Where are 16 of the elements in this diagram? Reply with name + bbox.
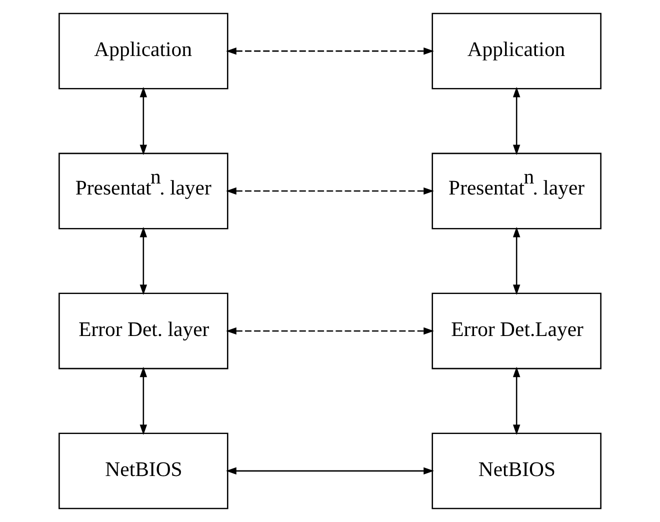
arrow (226, 47, 434, 55)
arrow (512, 226, 520, 296)
node-box: Application (432, 12, 602, 90)
node-box: NetBIOS (432, 432, 602, 510)
arrow (226, 327, 434, 335)
arrow (226, 467, 434, 475)
arrow (226, 187, 434, 195)
node-box: NetBIOS (58, 432, 228, 510)
arrow (140, 226, 148, 296)
node-box: Error Det. layer (58, 292, 228, 370)
arrow (140, 366, 148, 435)
node-box: Error Det.Layer (432, 292, 602, 370)
arrow (512, 86, 520, 156)
arrow (140, 86, 148, 156)
node-box: Application (58, 12, 228, 90)
arrow (512, 366, 520, 435)
